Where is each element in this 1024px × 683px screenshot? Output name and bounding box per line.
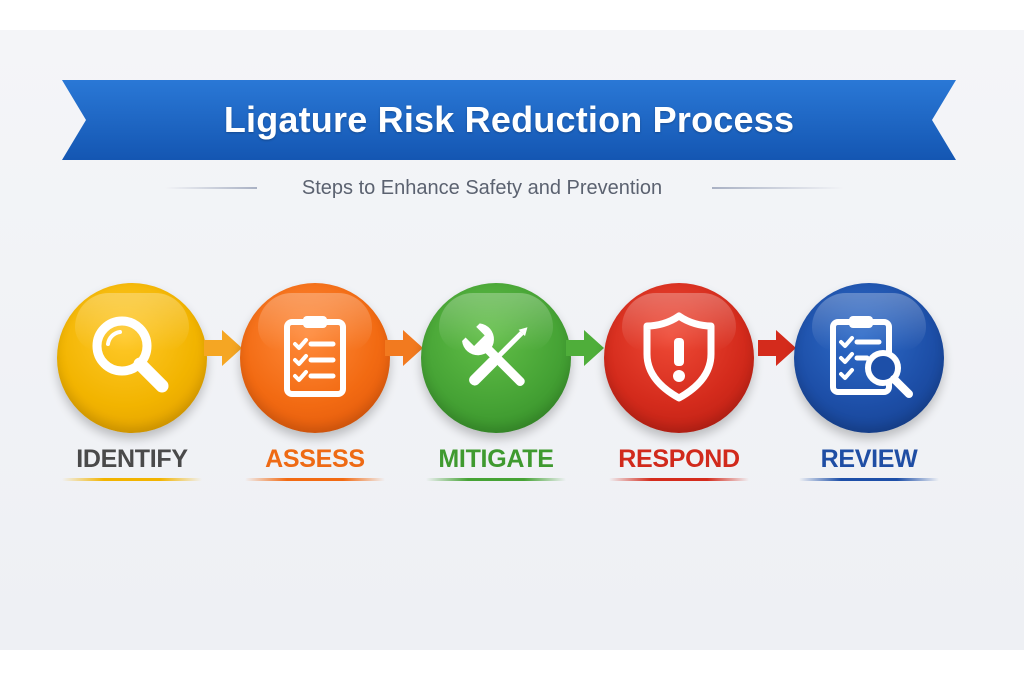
step-circle — [240, 283, 390, 433]
subtitle-divider-left — [165, 187, 257, 189]
step-label: IDENTIFY — [76, 445, 188, 473]
step-label: RESPOND — [618, 445, 740, 473]
step-assess: ASSESS — [240, 283, 390, 493]
step-label: ASSESS — [265, 445, 365, 473]
step-mitigate: MITIGATE — [421, 283, 571, 493]
step-circle — [794, 283, 944, 433]
step-underline — [426, 478, 566, 481]
step-underline — [245, 478, 385, 481]
wrench-screwdriver-icon — [462, 323, 528, 387]
clipboard-search-icon — [830, 316, 913, 398]
title-banner: Ligature Risk Reduction Process — [62, 80, 956, 160]
step-review: REVIEW — [794, 283, 944, 493]
step-identify: IDENTIFY — [57, 283, 207, 493]
arrow-right-icon — [758, 330, 796, 366]
step-circle — [57, 283, 207, 433]
subtitle-row: Steps to Enhance Safety and Prevention — [0, 172, 1024, 204]
arrow-right-icon — [385, 330, 423, 366]
step-label: MITIGATE — [438, 445, 554, 473]
subtitle-divider-right — [712, 187, 844, 189]
magnifying-glass-icon — [92, 316, 169, 393]
subtitle: Steps to Enhance Safety and Prevention — [301, 177, 663, 199]
step-underline — [609, 478, 749, 481]
step-underline — [62, 478, 202, 481]
banner-ribbon-shape — [62, 80, 956, 160]
step-circle — [604, 283, 754, 433]
clipboard-checklist-icon — [284, 316, 346, 397]
shield-alert-icon — [643, 312, 715, 402]
arrow-right-icon — [566, 330, 604, 366]
step-circle — [421, 283, 571, 433]
step-label: REVIEW — [820, 445, 918, 473]
step-underline — [799, 478, 939, 481]
page-title: Ligature Risk Reduction Process — [223, 99, 795, 140]
arrow-right-icon — [204, 330, 242, 366]
step-respond: RESPOND — [604, 283, 754, 493]
